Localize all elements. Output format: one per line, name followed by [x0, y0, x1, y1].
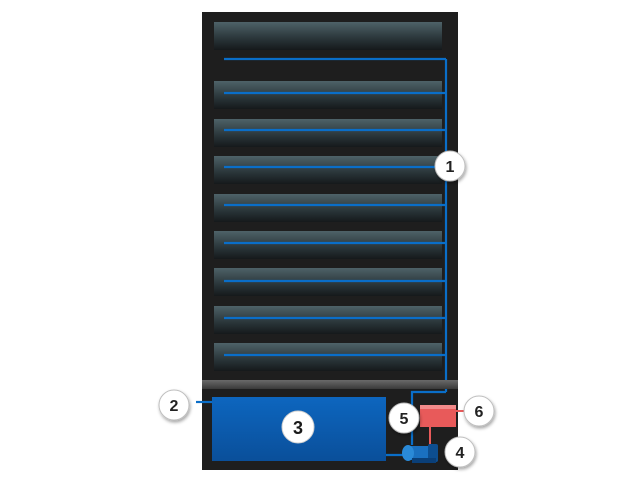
controller-box-icon	[420, 405, 464, 446]
callout-2: 2	[158, 389, 190, 421]
shelf	[214, 119, 442, 147]
shelf	[214, 231, 442, 259]
callout-3-label: 3	[293, 418, 303, 438]
callout-6: 6	[463, 395, 495, 427]
shelf	[214, 156, 442, 184]
shelf-stack	[214, 22, 442, 371]
shelf	[214, 343, 442, 371]
pump-icon	[402, 444, 438, 463]
callout-5-label: 5	[400, 411, 409, 428]
base-plinth	[202, 380, 458, 389]
callout-1-label: 1	[446, 159, 455, 176]
callout-6-label: 6	[475, 404, 484, 421]
callout-2-label: 2	[170, 398, 179, 415]
callout-4-label: 4	[456, 445, 465, 462]
callout-5: 5	[388, 402, 420, 434]
shelf	[214, 81, 442, 109]
callout-1: 1	[434, 150, 466, 182]
shelf	[214, 194, 442, 222]
shelf	[214, 22, 442, 50]
callout-4: 4	[444, 436, 476, 468]
shelf	[214, 306, 442, 334]
callout-3: 3	[281, 410, 315, 444]
